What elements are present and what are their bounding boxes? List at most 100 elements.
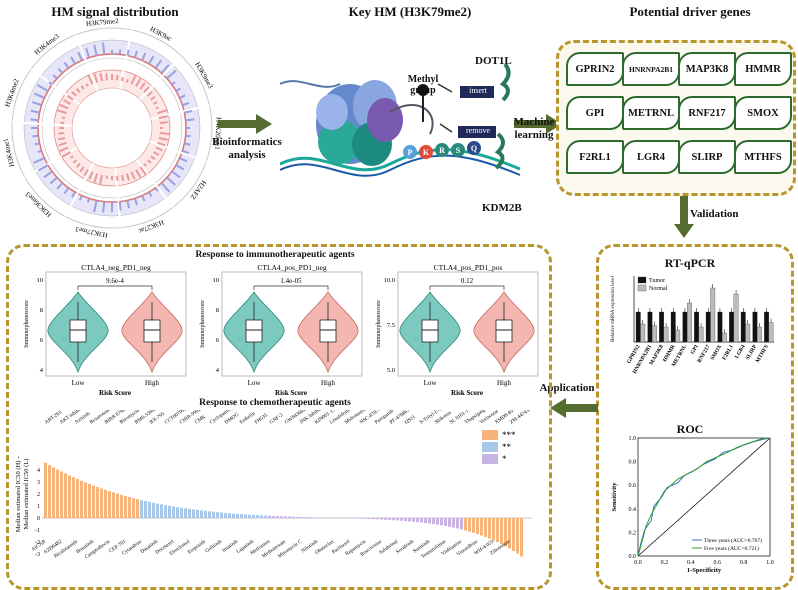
chemo-bar xyxy=(124,496,127,518)
circos-signal-bar xyxy=(185,134,191,138)
chemo-bar xyxy=(164,505,167,518)
circos-inner-bar xyxy=(116,175,119,181)
violin-ylabel: Immunophenoscore xyxy=(200,300,206,348)
chemo-bar xyxy=(416,518,419,523)
chemo-bar xyxy=(516,518,519,554)
chemo-bar xyxy=(424,518,427,524)
violin-frame xyxy=(45,271,187,377)
chemo-bar xyxy=(496,518,499,543)
qpcr-bar xyxy=(663,326,669,343)
chemo-bar xyxy=(480,518,483,536)
circos-signal-bar xyxy=(182,149,190,154)
chemo-bar xyxy=(72,477,75,518)
chemo-bar xyxy=(408,518,411,522)
violin-bracket xyxy=(253,285,329,290)
violin-ytick: 4 xyxy=(216,367,220,374)
chemo-drug-label: Embelin xyxy=(239,410,257,425)
rtqpcr-title: RT-qPCR xyxy=(664,256,716,270)
chemo-legend-swatch xyxy=(482,454,498,464)
circos-inner-bar xyxy=(139,166,147,176)
chemo-legend-label: *** xyxy=(502,430,516,440)
chemo-bar xyxy=(192,509,195,518)
roc-xtick: 0.4 xyxy=(687,560,695,566)
chemo-bar xyxy=(368,518,371,520)
circos-inner-bar xyxy=(105,73,108,81)
violin-pvalue: 0.12 xyxy=(461,277,474,285)
circos-signal-bar xyxy=(179,94,186,99)
circos-inner-bar xyxy=(159,121,168,124)
chemo-bar xyxy=(152,502,155,518)
chemo-bar xyxy=(148,501,151,518)
chemo-drug-label: CMK xyxy=(194,414,207,426)
chemo-bar xyxy=(200,510,203,518)
chemo-bar xyxy=(260,515,263,518)
circos-inner-bar xyxy=(79,166,85,173)
qpcr-bar xyxy=(635,311,641,343)
circos-inner-bar xyxy=(125,79,129,83)
chemo-bar xyxy=(412,518,415,522)
circos-plot: H3K9acH3K9me3H4K20me1H2AFZH3K27acH3K27me… xyxy=(2,18,222,238)
chemo-bar xyxy=(64,473,67,518)
chemo-bar xyxy=(308,517,311,518)
violin-ytick: 10 xyxy=(37,277,44,284)
circos-inner-bar xyxy=(58,132,65,135)
chemo-drug-label: Gefitinib xyxy=(204,538,224,555)
dot1l-label: DOT1L xyxy=(475,55,512,67)
circos-inner-bar xyxy=(139,82,146,90)
circos-inner-bar xyxy=(143,163,147,167)
chemo-bar xyxy=(172,506,175,518)
chemo-bar xyxy=(144,501,147,518)
roc-ytick: 0.0 xyxy=(629,554,637,560)
chemo-bar xyxy=(216,512,219,518)
chemo-bar xyxy=(428,518,431,524)
chemo-bar xyxy=(476,518,479,535)
chemo-bar xyxy=(140,500,143,518)
chemo-bar xyxy=(364,518,367,519)
circos-signal-bar xyxy=(118,201,122,211)
remove-label: remove xyxy=(466,126,490,135)
circos-signal-bar xyxy=(71,191,76,198)
chemo-bar xyxy=(88,484,91,518)
chemo-chart: Median estimated IC50 (H) –Median estima… xyxy=(15,410,533,560)
machine-learning-label: Machine learning xyxy=(513,116,555,141)
circos-inner-bar xyxy=(85,83,89,87)
chemo-bar xyxy=(392,518,395,521)
circos-inner-bar xyxy=(130,171,136,180)
roc-ytick: 1.0 xyxy=(629,436,637,442)
circos-inner-bar xyxy=(121,76,124,82)
chemo-bar xyxy=(156,503,159,518)
qpcr-bar xyxy=(745,323,751,343)
chemo-ytick: 0 xyxy=(37,516,40,522)
circos-inner-bar xyxy=(57,137,66,141)
rtqpcr-chart: Relative mRNA expression levelGPRIN2HNRN… xyxy=(611,276,774,375)
circos-inner-bar xyxy=(70,155,74,159)
chemo-drug-label: GNF-2 xyxy=(269,412,285,426)
qpcr-bar xyxy=(733,293,739,343)
chemo-bar xyxy=(280,516,283,518)
arrow-validation xyxy=(674,196,694,238)
violin-group-label: High xyxy=(497,379,512,387)
gene-rnf217: RNF217 xyxy=(678,96,736,130)
chemo-bar xyxy=(160,504,163,518)
chemo-bar xyxy=(500,518,503,545)
chemo-bar xyxy=(48,465,51,518)
circos-inner-bar xyxy=(93,73,99,83)
violin-title: CTLA4_neg_PD1_neg xyxy=(81,263,151,272)
chemo-bar xyxy=(276,516,279,518)
qpcr-bar xyxy=(682,311,688,343)
qpcr-bar xyxy=(659,311,664,343)
circos-signal-bar xyxy=(56,182,64,190)
circos-track-label: H3K9me3 xyxy=(193,61,215,91)
gene-gpi: GPI xyxy=(566,96,624,130)
chemo-bar xyxy=(304,517,307,518)
chemo-ytick: -2 xyxy=(35,540,40,546)
circos-signal-bar xyxy=(175,164,185,171)
circos-inner-bar xyxy=(143,86,150,93)
chemo-bar xyxy=(84,482,87,518)
qpcr-bar xyxy=(694,311,699,343)
circos-signal-bar xyxy=(32,134,39,138)
circos-signal-bar xyxy=(171,170,181,179)
chemo-bar xyxy=(168,505,171,518)
circos-signal-bar xyxy=(70,56,76,65)
circos-signal-bar xyxy=(48,81,53,86)
